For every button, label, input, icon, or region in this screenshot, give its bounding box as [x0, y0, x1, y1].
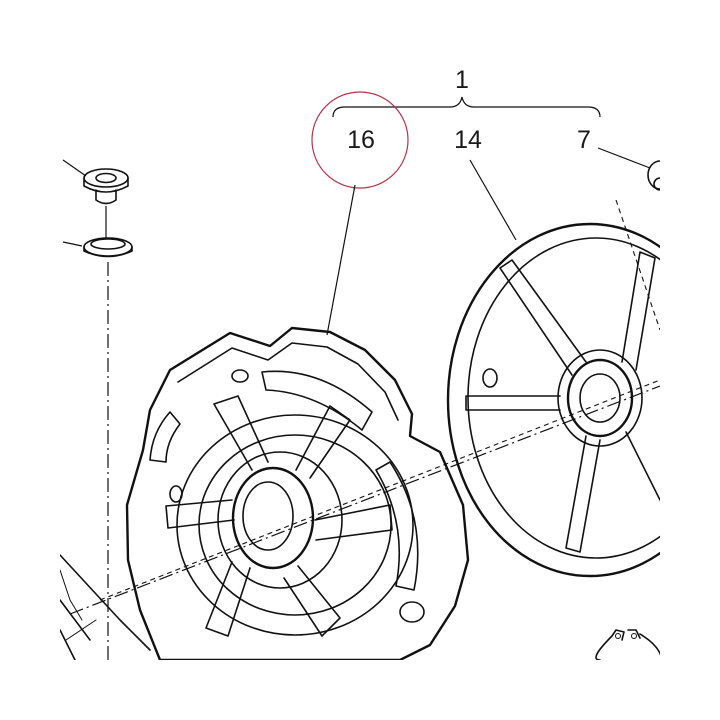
- callout-16: 16: [347, 126, 375, 154]
- hub-part-16: [125, 326, 470, 660]
- washer-part: [83, 237, 133, 258]
- main-axis-line: [69, 385, 660, 615]
- secondary-axis-line: [99, 379, 660, 601]
- bolt-part: [83, 168, 129, 238]
- highlight-circle: [311, 91, 409, 189]
- snap-ring-part: [595, 629, 660, 660]
- disc-part-14: [446, 199, 660, 578]
- frame-fragment: [60, 554, 151, 660]
- assembly-bracket: [332, 96, 601, 118]
- callout-1: 1: [455, 66, 469, 94]
- leader-lines: [62, 147, 651, 336]
- callout-14: 14: [454, 126, 482, 154]
- callout-7: 7: [577, 126, 591, 154]
- small-part-7: [647, 160, 660, 191]
